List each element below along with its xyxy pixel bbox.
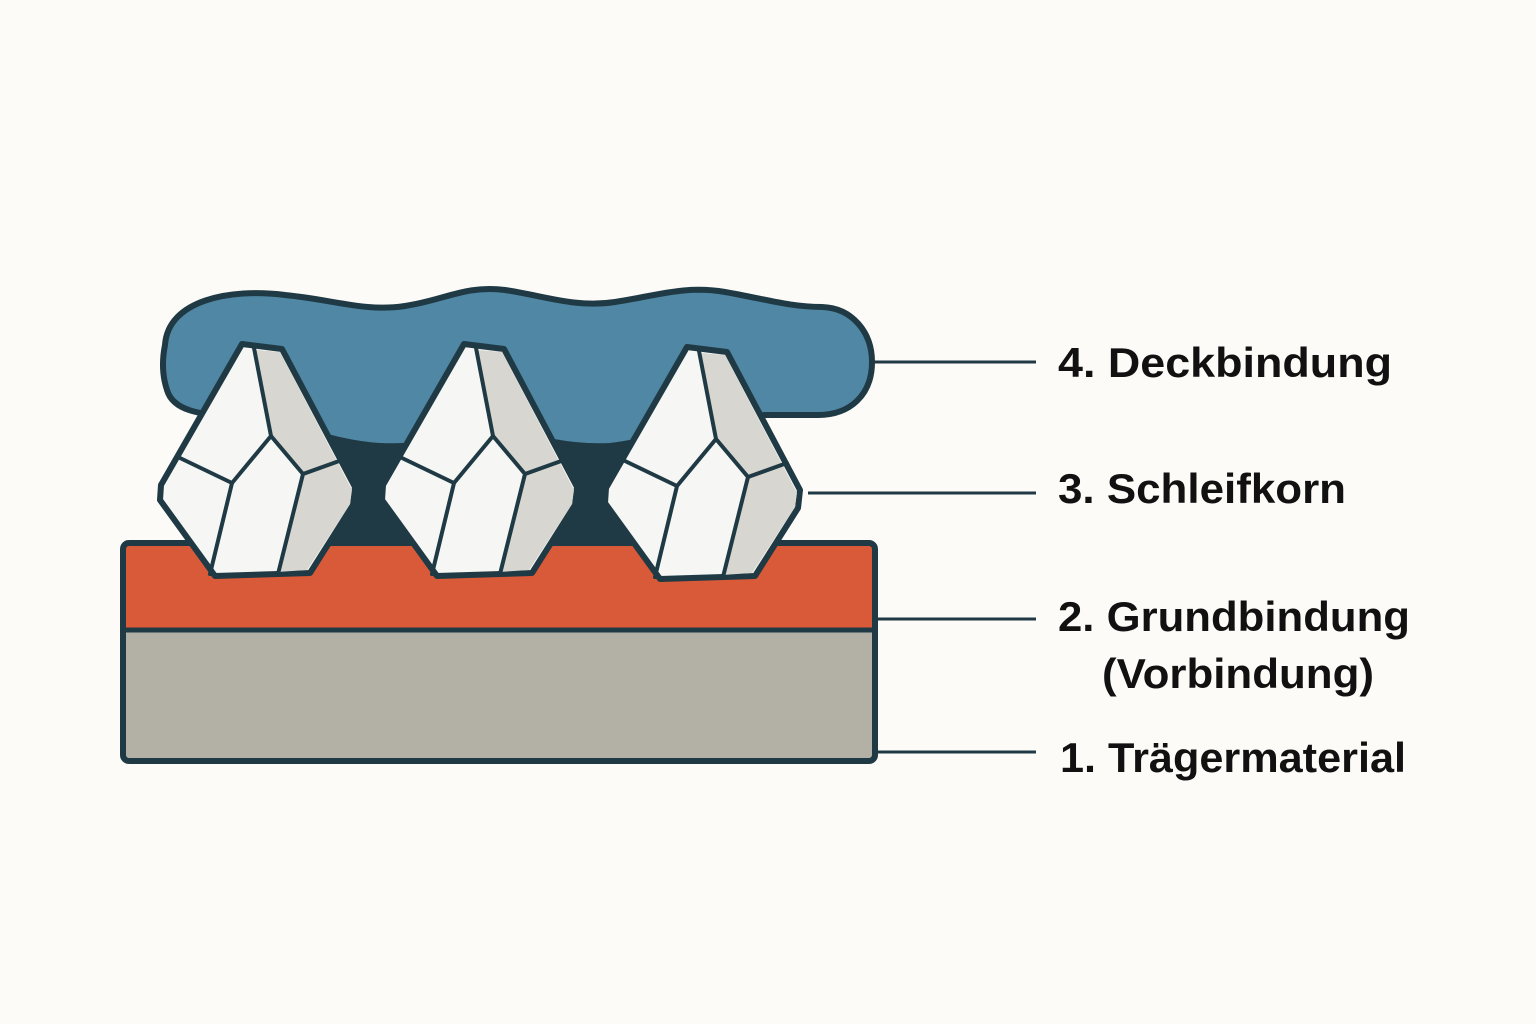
traegermaterial-layer: [123, 630, 875, 761]
label-schleifkorn: 3. Schleifkorn: [1058, 465, 1346, 512]
label-deckbindung: 4. Deckbindung: [1058, 339, 1392, 386]
label-vorbindung: (Vorbindung): [1102, 650, 1374, 697]
label-grundbindung: 2. Grundbindung: [1058, 593, 1410, 640]
label-traegermaterial: 1. Trägermaterial: [1060, 734, 1406, 781]
